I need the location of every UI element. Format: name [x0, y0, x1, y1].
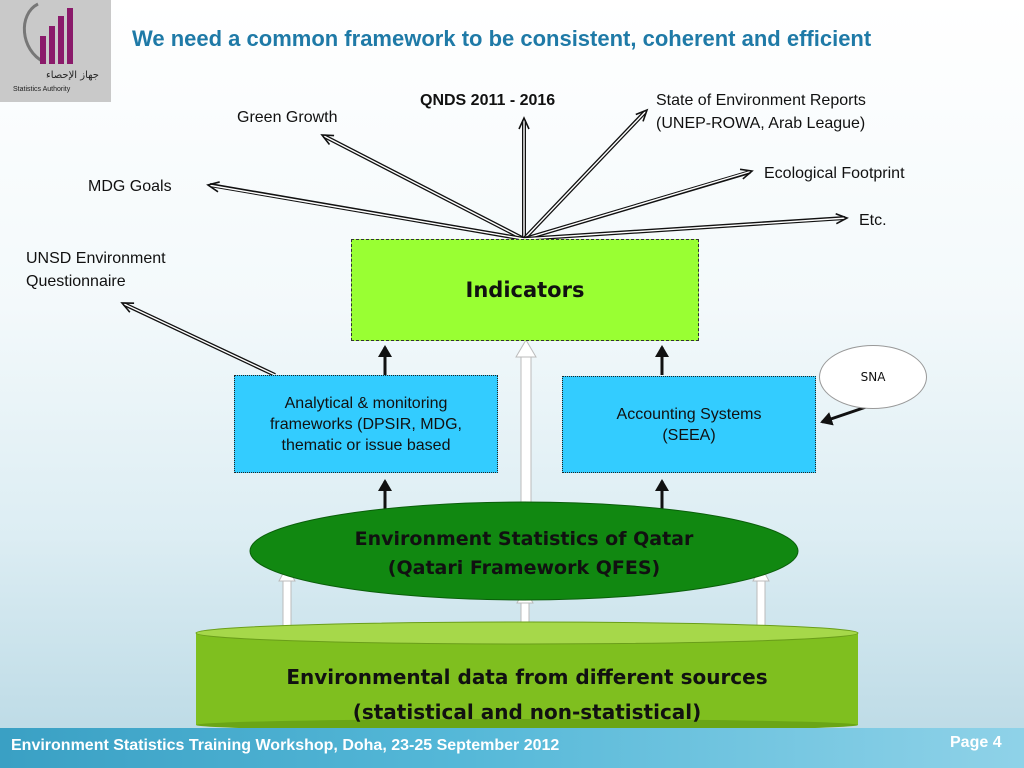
slide-title: We need a common framework to be consist…: [132, 26, 872, 51]
arrow-to-etc: [523, 212, 849, 241]
indicators-label: Indicators: [465, 278, 585, 302]
accounting-systems-line1: Accounting Systems: [616, 405, 762, 423]
accounting-systems-box: Accounting Systems (SEEA): [562, 376, 816, 473]
label-qnds: QNDS 2011 - 2016: [420, 92, 556, 109]
logo-english-text: Statistics Authority: [13, 86, 71, 93]
label-state-env-line2: (UNEP-ROWA, Arab League): [656, 115, 866, 132]
label-etc: Etc.: [859, 212, 887, 229]
arrow-to-ecological-footprint: [523, 168, 754, 241]
qfes-line2: (Qatari Framework QFES): [387, 557, 661, 579]
analytical-frameworks-box: Analytical & monitoring frameworks (DPSI…: [234, 375, 498, 473]
qfes-text: Environment Statistics of Qatar (Qatari …: [300, 525, 748, 583]
qfes-line1: Environment Statistics of Qatar: [354, 528, 694, 550]
footer-text: Environment Statistics Training Workshop…: [11, 737, 560, 754]
analytical-frameworks-label: Analytical & monitoring frameworks (DPSI…: [269, 394, 462, 454]
sna-bubble: SNA: [819, 345, 927, 409]
white-arrow-qfes-to-indicators: [515, 339, 537, 505]
sources-cylinder: [195, 621, 859, 731]
label-mdg-goals: MDG Goals: [88, 178, 172, 195]
footer-bar: [0, 728, 1024, 768]
arrow-to-unsd: [120, 302, 276, 377]
arrow-to-state-env: [522, 108, 649, 241]
label-green-growth: Green Growth: [237, 109, 338, 126]
sources-line1: Environmental data from different source…: [286, 665, 768, 689]
label-unsd-line2: Questionnaire: [26, 273, 126, 290]
sources-text: Environmental data from different source…: [220, 660, 834, 730]
page-number: Page 4: [950, 734, 1002, 751]
label-unsd-line1: UNSD Environment: [26, 250, 166, 267]
accounting-systems-line2: (SEEA): [662, 426, 716, 444]
logo-arabic-text: جهاز الإحصاء: [46, 70, 99, 81]
statistics-authority-logo: جهاز الإحصاء Statistics Authority: [0, 0, 111, 102]
indicators-box: Indicators: [351, 239, 699, 341]
logo-bars-icon: [23, 2, 73, 64]
label-state-env-line1: State of Environment Reports: [656, 92, 866, 109]
arrow-to-mdg-goals: [206, 181, 525, 241]
label-ecological-footprint: Ecological Footprint: [764, 165, 905, 182]
sources-line2: (statistical and non-statistical): [352, 700, 702, 724]
qfes-ellipse: [249, 501, 799, 601]
arrow-to-green-growth: [320, 134, 525, 241]
sna-label: SNA: [860, 370, 886, 384]
